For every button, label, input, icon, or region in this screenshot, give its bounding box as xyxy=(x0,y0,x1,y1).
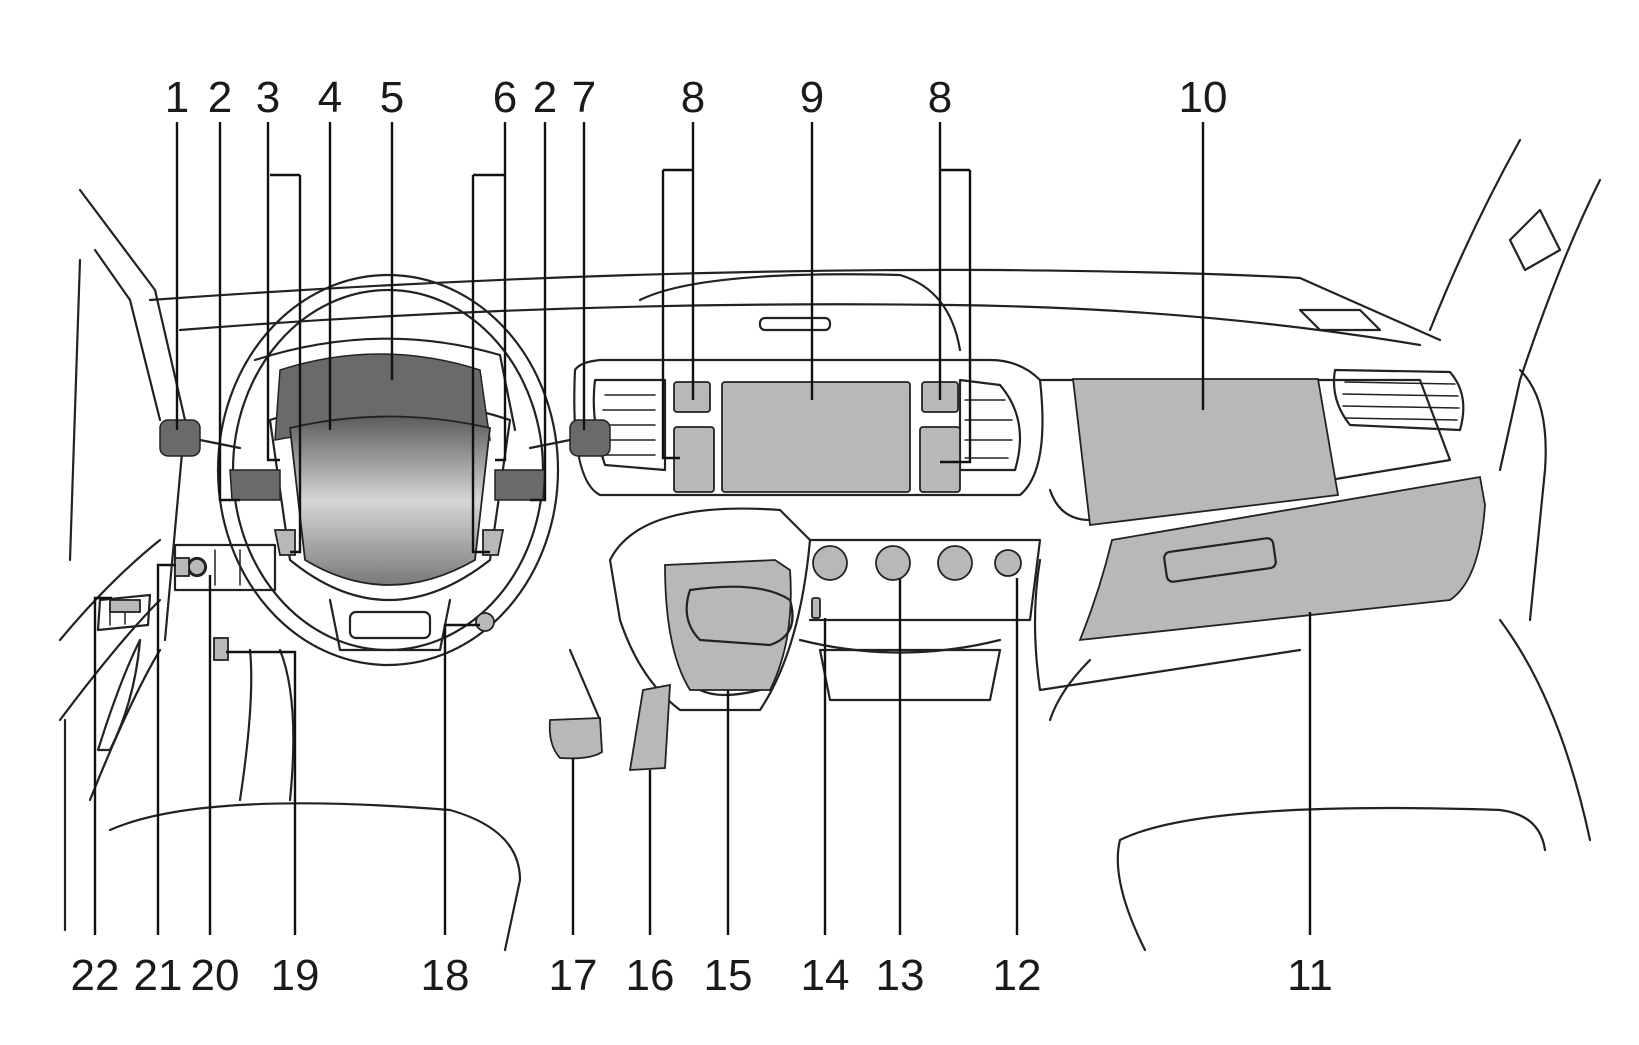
light-switch xyxy=(174,557,190,577)
steering-hub xyxy=(289,415,491,586)
label-19: 19 xyxy=(271,951,320,1000)
label-15: 15 xyxy=(704,951,753,1000)
start-button xyxy=(475,612,495,632)
label-5: 5 xyxy=(380,73,404,122)
left-lower-button xyxy=(673,426,715,493)
hood-release xyxy=(213,637,229,661)
left-paddle xyxy=(273,529,296,556)
highlighted-parts xyxy=(109,353,1486,771)
climate-knob-1 xyxy=(812,545,848,581)
label-13: 13 xyxy=(876,951,925,1000)
dashboard-outline xyxy=(58,138,1602,952)
glovebox xyxy=(1078,475,1486,642)
infotainment-screen xyxy=(721,381,911,493)
label-18: 18 xyxy=(421,951,470,1000)
label-17: 17 xyxy=(549,951,598,1000)
passenger-airbag-panel xyxy=(1071,378,1340,527)
label-21: 21 xyxy=(134,951,183,1000)
label-4: 4 xyxy=(318,73,342,122)
label-7: 7 xyxy=(572,73,596,122)
mirror-knob xyxy=(188,558,206,576)
left-stalk xyxy=(159,419,201,457)
label-2-left: 2 xyxy=(208,73,232,122)
brake-pedal xyxy=(548,717,603,760)
label-2-right: 2 xyxy=(533,73,557,122)
label-8-right: 8 xyxy=(928,73,952,122)
top-labels: 1 2 3 4 5 6 2 7 8 9 8 10 xyxy=(165,73,1228,122)
label-8-left: 8 xyxy=(681,73,705,122)
right-paddle xyxy=(482,529,505,556)
right-stalk xyxy=(569,419,611,457)
climate-knob-2 xyxy=(875,545,911,581)
leader-lines xyxy=(93,122,1312,935)
label-11: 11 xyxy=(1287,951,1333,1000)
usb-port xyxy=(811,597,821,619)
label-14: 14 xyxy=(801,951,850,1000)
label-9: 9 xyxy=(800,73,824,122)
label-10: 10 xyxy=(1179,73,1228,122)
window-switch xyxy=(109,599,141,613)
bottom-labels: 22 21 20 19 18 17 16 15 14 13 12 11 xyxy=(71,951,1333,1000)
label-1: 1 xyxy=(165,73,189,122)
label-20: 20 xyxy=(191,951,240,1000)
label-16: 16 xyxy=(626,951,675,1000)
climate-knob-3 xyxy=(937,545,973,581)
gear-selector xyxy=(664,559,792,691)
left-wheel-switch xyxy=(229,469,281,501)
accelerator-pedal xyxy=(628,683,671,771)
label-6: 6 xyxy=(493,73,517,122)
right-lower-button xyxy=(919,426,961,493)
label-3: 3 xyxy=(256,73,280,122)
label-22: 22 xyxy=(71,951,120,1000)
climate-knob-4 xyxy=(994,549,1022,577)
label-12: 12 xyxy=(993,951,1042,1000)
right-wheel-switch xyxy=(494,469,546,501)
